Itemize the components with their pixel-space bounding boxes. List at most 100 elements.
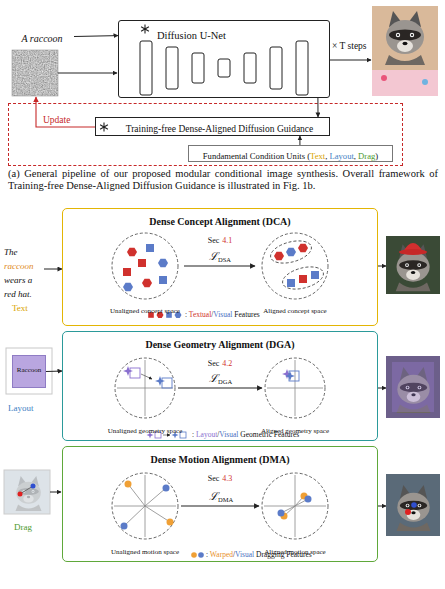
label-text: Visual — [235, 550, 254, 559]
geometry-space — [115, 358, 325, 418]
label-text: × T steps — [332, 41, 367, 51]
label-group: : Warped/Visual Dragging Features — [206, 551, 312, 559]
concept-feature — [123, 244, 319, 292]
node-text: Layout — [329, 151, 353, 161]
label-text: : — [192, 430, 196, 439]
output-image — [372, 6, 438, 96]
text-row: Sec4.2 — [63, 352, 377, 370]
result-image — [392, 362, 434, 412]
flow-arrow — [44, 269, 62, 270]
concept-feature — [123, 283, 133, 292]
update-arrow — [36, 97, 95, 127]
result-image — [405, 509, 411, 515]
concept-feature — [287, 279, 295, 287]
label-text: Visual — [219, 430, 238, 439]
drag-thumbnail — [31, 484, 36, 489]
loss-arrow — [181, 505, 259, 506]
label-text: Dragging Features — [254, 550, 311, 559]
flow-arrow — [46, 371, 62, 372]
text-row: raccoon — [4, 258, 44, 272]
node-text: 4.1 — [222, 236, 232, 245]
label-group: × T steps — [332, 36, 367, 52]
concept-feature — [311, 271, 319, 279]
label-text: Features — [232, 310, 259, 319]
motion-feature — [121, 481, 312, 530]
motion-feature — [125, 481, 132, 488]
label-text: DSA — [218, 256, 231, 263]
legend-sample — [191, 552, 204, 558]
concept-feature — [274, 252, 284, 261]
label-text: DGA — [218, 378, 232, 385]
label-group: : Textual/Visual Features — [185, 311, 260, 319]
label-text: : — [206, 550, 210, 559]
text-row: Raccoon — [13, 358, 45, 376]
module-panel: Dense Concept Alignment (DCA)Sec4.1 — [62, 208, 378, 326]
unet-layers — [140, 41, 308, 95]
label-group: ℒDGA — [209, 369, 232, 386]
drag-arrow — [50, 492, 386, 506]
result-image — [386, 474, 440, 536]
motion-axis — [124, 506, 145, 526]
unet-layers — [244, 53, 256, 83]
concept-space — [112, 233, 328, 299]
frozen-icon — [100, 25, 149, 132]
unet-layers — [270, 47, 282, 89]
layout-arrow — [378, 388, 386, 389]
text-row: A raccoon — [10, 29, 74, 46]
text-row: Diffusion U-Net — [157, 25, 329, 43]
label-text: Textual — [189, 310, 211, 319]
module-panel: Dense Motion Alignment (DMA) Sec4.3 — [62, 446, 378, 562]
text-row: Dense Geometry Alignment (DGA) — [63, 334, 377, 352]
loss-arrow — [178, 388, 262, 389]
drag-thumbnail — [4, 470, 50, 514]
text-condition: Theraccoonwears a red hat. — [4, 244, 44, 294]
geometry-feature — [162, 378, 172, 388]
label-group: : Layout/Visual Geometric Features — [192, 431, 299, 439]
process-box: Training-free Dense-Aligned Diffusion Gu… — [95, 117, 330, 136]
concept-feature — [127, 248, 137, 257]
label-group: Unaligned concept space — [100, 300, 190, 316]
result-image — [386, 474, 440, 536]
motion-axis — [145, 506, 170, 522]
legend-sample — [191, 552, 197, 558]
output-arrow — [330, 60, 371, 61]
node-text: Update — [43, 115, 70, 125]
node-text: 4.3 — [222, 474, 232, 483]
motion-axis — [145, 488, 166, 506]
label-text: ℒ — [209, 372, 218, 385]
unet-layers — [296, 41, 308, 95]
node-text: Dense Motion Alignment (DMA) — [150, 454, 289, 465]
motion-axis — [114, 475, 326, 537]
geometry-axis — [145, 360, 146, 416]
concept-feature — [286, 248, 296, 257]
text-row: Sec4.3 — [63, 467, 377, 485]
label-text: ℒ — [209, 490, 218, 503]
label-text: Drag — [14, 522, 32, 532]
label-text: : — [185, 310, 189, 319]
flow-arrow — [317, 98, 318, 117]
concept-feature — [146, 244, 154, 252]
node-text: Sec — [208, 474, 220, 483]
node-text: Sec — [208, 359, 220, 368]
label-text: Geometric Features — [238, 430, 299, 439]
output-image — [372, 70, 438, 96]
result-image — [386, 236, 440, 294]
text-row: wears a red hat. — [4, 272, 44, 300]
layout-box: Raccoon — [12, 355, 46, 388]
label-group: ℒDMA — [209, 487, 233, 504]
drag-thumbnail — [4, 470, 50, 514]
node-text: Sec — [208, 236, 220, 245]
label-text: Unaligned motion space — [111, 548, 179, 556]
label-text: Layout — [196, 430, 217, 439]
unet-layers — [140, 41, 152, 95]
loss-arrow — [178, 387, 262, 388]
label-group: ℒDSA — [209, 247, 231, 264]
node-text: 4.2 — [222, 359, 232, 368]
concept-feature — [299, 275, 307, 283]
geometry-axis — [295, 360, 296, 416]
figure-caption: (a) General pipeline of our proposed mod… — [8, 168, 438, 192]
motion-feature — [278, 510, 285, 517]
unet-layers — [192, 53, 204, 83]
label-text: ℒ — [209, 250, 218, 263]
geometry-feature — [123, 366, 299, 388]
